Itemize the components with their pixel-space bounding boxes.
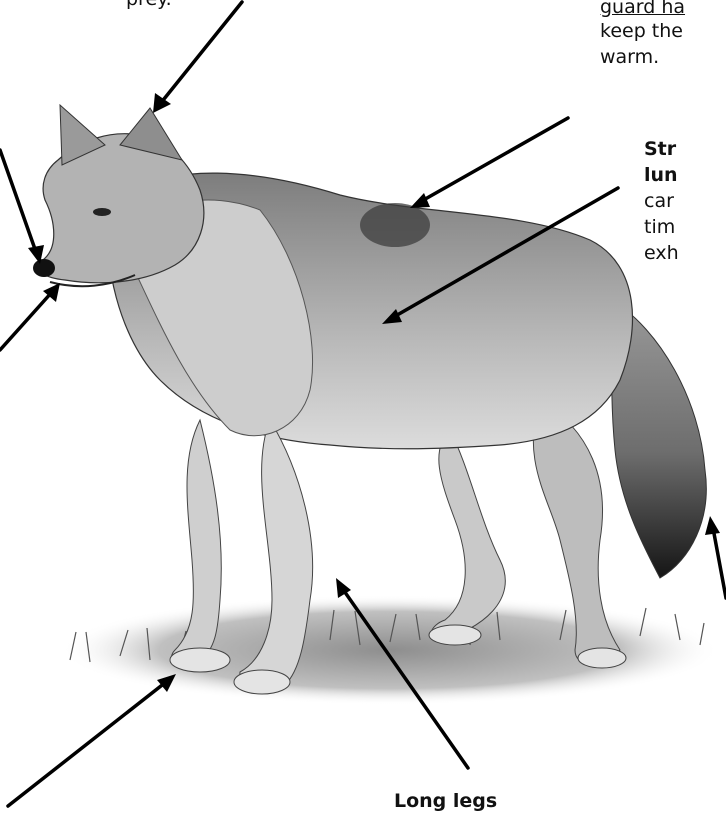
label-prey-fragment: prey. <box>126 0 172 10</box>
wolf-paw-hind-far <box>429 625 481 645</box>
wolf-saddle-mark <box>360 203 430 247</box>
label-keep-fragment: keep the <box>600 20 683 42</box>
label-exh-fragment: exh <box>644 242 679 264</box>
label-strong-lungs-2: lun <box>644 164 678 186</box>
wolf-paw-front-far <box>170 648 230 672</box>
wolf-paw-hind-near <box>578 648 626 668</box>
arrowhead-guard-hair <box>410 193 430 208</box>
label-guard-hair-fragment: guard ha <box>600 0 685 18</box>
label-warm: warm. <box>600 46 659 68</box>
label-strong-lungs-1: Str <box>644 138 676 160</box>
arrow-tail <box>713 528 726 598</box>
arrowhead-tail <box>705 516 720 535</box>
wolf-nose <box>33 259 55 277</box>
label-carry-fragment: car <box>644 190 674 212</box>
wolf-paw-front-near <box>234 670 290 694</box>
arrow-ear <box>160 2 242 104</box>
label-long-legs: Long legs <box>394 790 497 812</box>
label-time-fragment: tim <box>644 216 675 238</box>
arrow-paw <box>8 682 166 806</box>
arrow-mouth <box>0 292 52 350</box>
arrow-nose <box>0 150 36 252</box>
wolf-eye <box>93 208 111 216</box>
arrow-guard-hair <box>420 118 568 202</box>
